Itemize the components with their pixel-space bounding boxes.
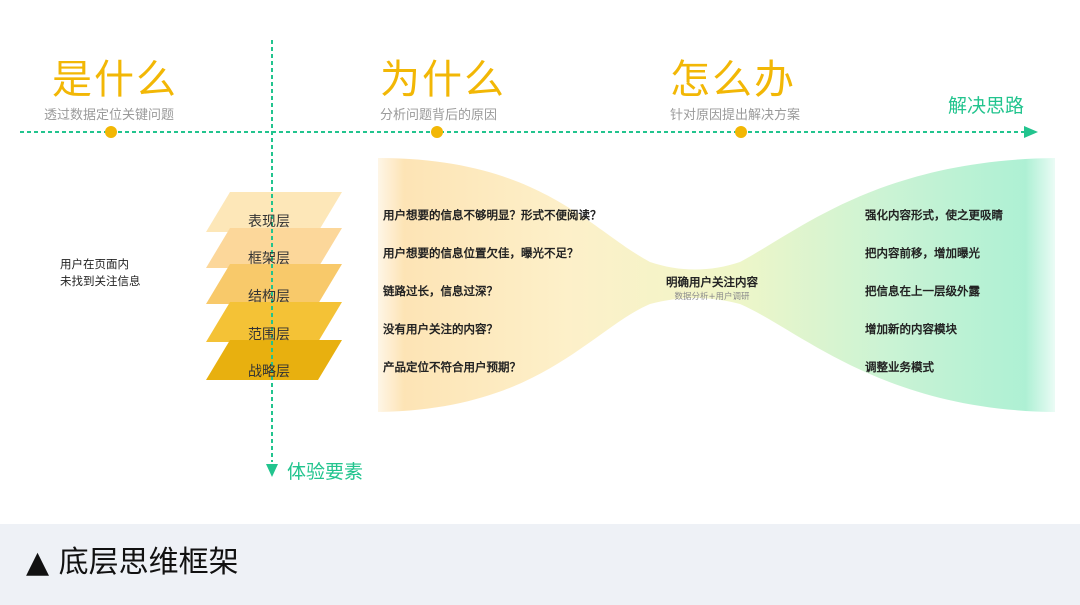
layer-label-surface: 表现层 — [248, 211, 290, 231]
cause-item: 没有用户关注的内容？ — [383, 321, 498, 337]
layer-label-strategy: 战略层 — [248, 361, 290, 381]
center-title: 明确用户关注内容 — [648, 274, 776, 290]
solution-item: 增加新的内容模块 — [865, 321, 957, 337]
column-subtitle-why: 分析问题背后的原因 — [380, 104, 497, 123]
solution-item: 把内容前移，增加曝光 — [865, 245, 980, 261]
figure-caption: ▲ 底层思维框架 — [26, 537, 239, 581]
column-title-why: 为什么 — [380, 47, 506, 105]
layer-label-scope: 范围层 — [248, 324, 290, 344]
column-title-what: 是什么 — [52, 47, 178, 105]
cause-item: 产品定位不符合用户预期？ — [383, 359, 521, 375]
solution-item: 把信息在上一层级外露 — [865, 283, 980, 299]
problem-note: 用户在页面内 未找到关注信息 — [60, 256, 141, 290]
axis-label-experience: 体验要素 — [287, 457, 363, 484]
center-subtitle: 数据分析+用户调研 — [648, 290, 776, 302]
cause-item: 用户想要的信息位置欠佳，曝光不足？ — [383, 245, 579, 261]
layer-label-structure: 结构层 — [248, 286, 290, 306]
axis-label-solution: 解决思路 — [948, 91, 1024, 118]
layer-label-skeleton: 框架层 — [248, 248, 290, 268]
cause-item: 链路过长，信息过深？ — [383, 283, 498, 299]
column-subtitle-what: 透过数据定位关键问题 — [44, 104, 174, 123]
column-subtitle-how: 针对原因提出解决方案 — [670, 104, 800, 123]
solution-item: 强化内容形式，使之更吸睛 — [865, 207, 1003, 223]
solution-item: 调整业务模式 — [865, 359, 934, 375]
column-title-how: 怎么办 — [670, 47, 796, 105]
cause-item: 用户想要的信息不够明显？形式不便阅读？ — [383, 207, 602, 223]
